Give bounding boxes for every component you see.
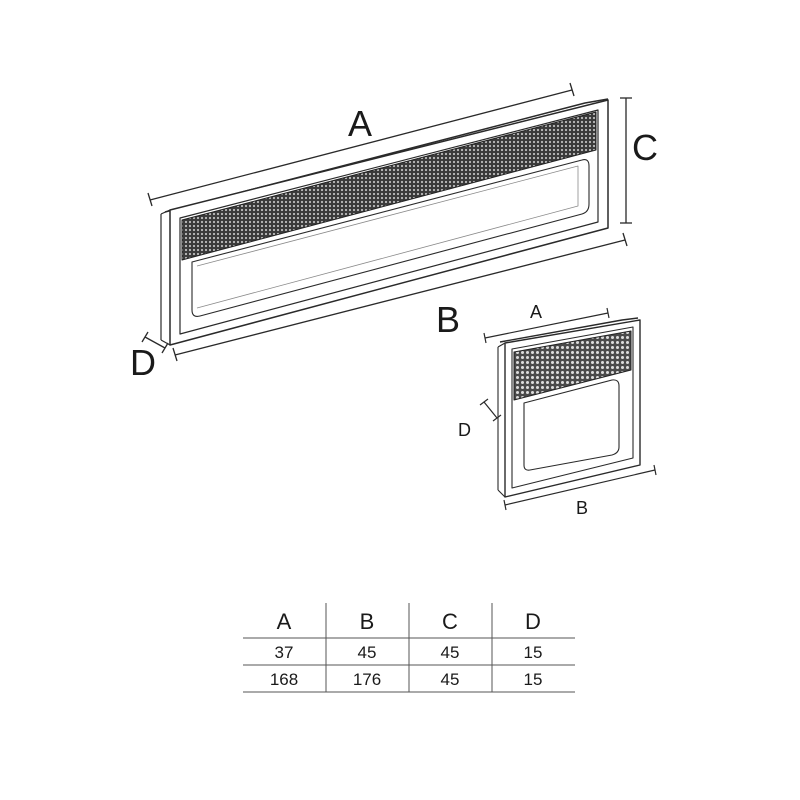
- table-cell-r1-c: 45: [441, 643, 460, 662]
- table-cell-r2-d: 15: [524, 670, 543, 689]
- large-label-b: B: [436, 299, 460, 340]
- large-product-view: [160, 98, 609, 346]
- large-recess-inner-shadow: [196, 165, 579, 309]
- table-cell-r2-a: 168: [270, 670, 298, 689]
- large-recess-pocket: [191, 159, 590, 317]
- table-cell-r1-b: 45: [358, 643, 377, 662]
- small-product-view: [497, 317, 641, 498]
- large-label-c: C: [632, 127, 658, 168]
- table-header-a: A: [277, 609, 292, 634]
- small-dim-line-b: [504, 469, 656, 506]
- table-header-b: B: [360, 609, 375, 634]
- table-cell-r2-c: 45: [441, 670, 460, 689]
- small-mesh-grille: [513, 330, 632, 401]
- table-cell-r1-a: 37: [275, 643, 294, 662]
- large-label-d: D: [130, 342, 156, 383]
- large-dim-line-b: [174, 239, 626, 356]
- table-header-d: D: [525, 609, 541, 634]
- small-label-d: D: [458, 420, 471, 440]
- small-recess-pocket: [523, 379, 620, 471]
- small-label-a: A: [530, 302, 542, 322]
- large-dimension-lines: [141, 82, 632, 362]
- small-label-b: B: [576, 498, 588, 518]
- table-header-c: C: [442, 609, 458, 634]
- table-cell-r1-d: 15: [524, 643, 543, 662]
- dimension-table: A B C D 37 45 45 15 168 176 45 15: [243, 603, 575, 693]
- large-dim-line-a: [149, 89, 573, 201]
- small-dim-line-a: [484, 312, 609, 339]
- small-dim-line-d: [483, 401, 498, 419]
- small-housing-back-edge: [499, 317, 639, 343]
- small-dimension-lines: [479, 307, 657, 511]
- large-mesh-grille: [181, 111, 597, 261]
- large-dim-line-d: [144, 336, 166, 349]
- large-label-a: A: [348, 103, 372, 144]
- table-cell-r2-b: 176: [353, 670, 381, 689]
